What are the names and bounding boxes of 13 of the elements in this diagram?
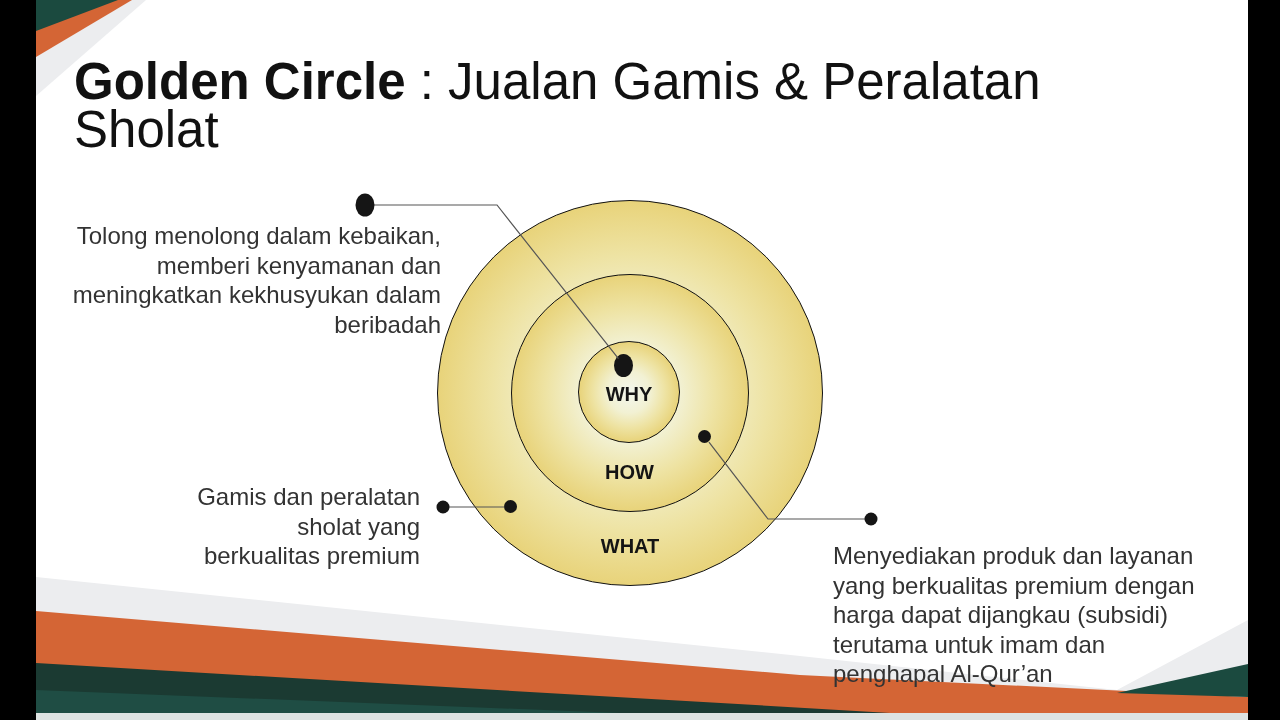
slide-title: Golden Circle : Jualan Gamis & Peralatan Sholat: [74, 58, 1042, 154]
annotation-text: Tolong menolong dalam kebaikan, memberi kenyamanan dan meningkatkan kekhusyukan dalam beribadah: [69, 205, 441, 341]
annotation-text: Gamis dan peralatan sholat yang berkualitas premium: [192, 482, 443, 572]
circle-label: WHAT: [600, 534, 660, 557]
marker-dot: [614, 354, 633, 377]
marker-dot: [697, 429, 711, 443]
marker-dot: [504, 500, 517, 513]
leader-line: [436, 500, 506, 514]
circle-label: WHY: [605, 382, 653, 405]
leader-line: [355, 193, 620, 360]
leader-line: [708, 441, 878, 526]
annotation-text: Menyediakan produk dan layanan yang berkualitas premium dengan harga dapat dijangkau (subsidi) terutama untuk imam dan penghapal Al-Qur’an: [833, 519, 1198, 689]
circle-label: HOW: [605, 460, 654, 484]
